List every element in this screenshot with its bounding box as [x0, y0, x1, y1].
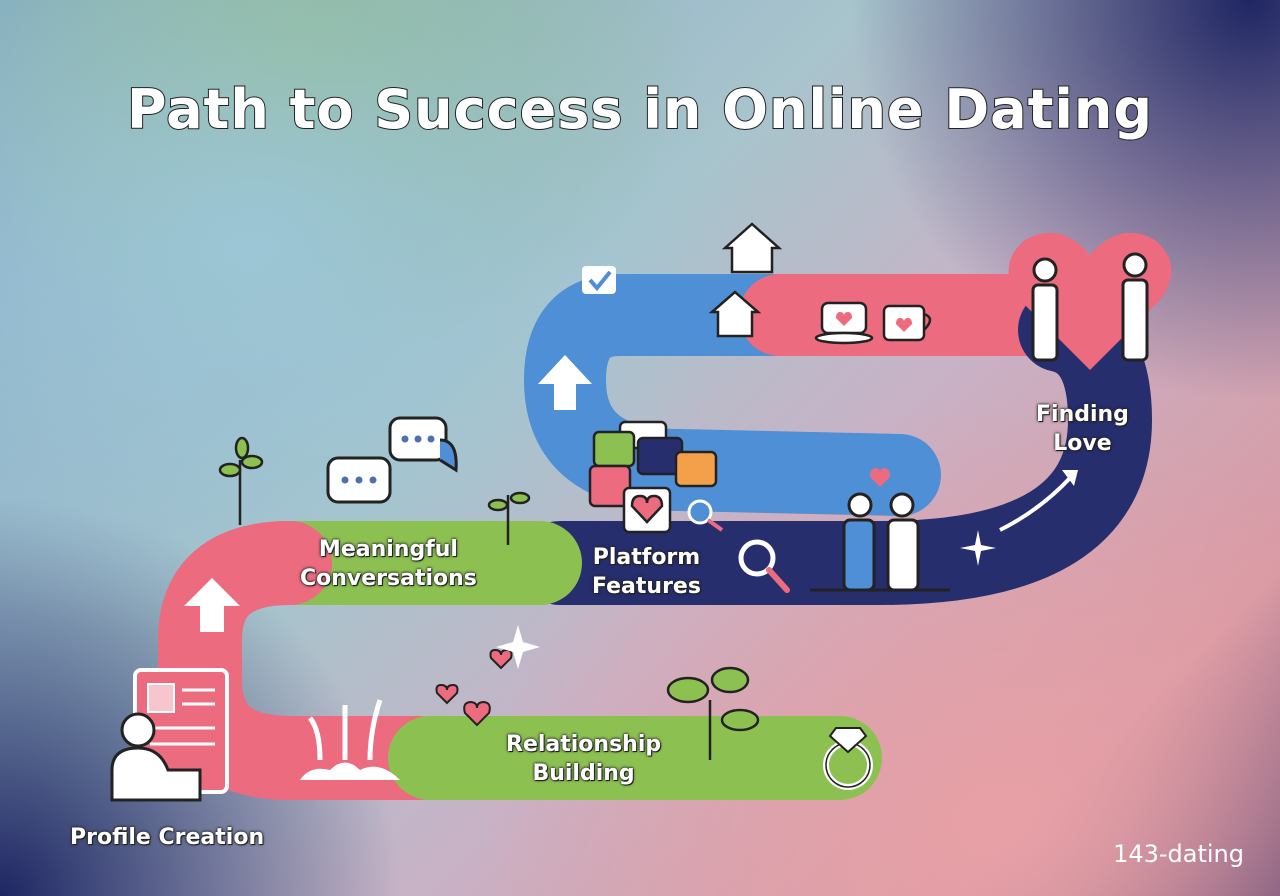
platform-apps-icon	[588, 420, 724, 534]
stage-label-line: Relationship	[506, 732, 662, 757]
branching-arrows-icon	[300, 699, 400, 780]
up-arrow-icon	[184, 578, 240, 632]
sprout-icon	[218, 436, 760, 760]
curved-arrow-head	[1062, 470, 1078, 486]
page-title: Path to Success in Online Dating	[126, 77, 1154, 142]
watermark: 143-dating	[1113, 840, 1244, 868]
profile-card-icon	[110, 668, 229, 802]
stage-label-line: Finding	[1036, 402, 1129, 427]
house-icon	[708, 222, 783, 338]
stage-label-line: Love	[1053, 431, 1112, 456]
stage-label-line: Building	[532, 761, 635, 786]
heart-icon	[435, 648, 513, 727]
sparkle-icon	[496, 530, 996, 669]
curved-arrow-icon	[999, 476, 1072, 532]
up-arrow-icon	[538, 355, 592, 410]
diamond-ring-icon	[823, 727, 873, 790]
stage-label-line: Platform	[592, 545, 701, 570]
checkmark-icon	[582, 266, 616, 294]
heart-couple-icon	[1008, 232, 1172, 370]
stage-label-line: Meaningful	[318, 537, 458, 562]
coffee-cup-icon	[814, 301, 932, 345]
stage-label-line: Features	[592, 574, 701, 599]
stage-label-line: Conversations	[300, 566, 477, 591]
chat-bubbles-icon	[326, 416, 458, 504]
stage-label-profile-creation: Profile Creation	[70, 823, 264, 852]
stage-label-line: Profile Creation	[70, 825, 265, 850]
couple-icon	[810, 468, 950, 592]
magnifier-icon	[738, 539, 790, 593]
